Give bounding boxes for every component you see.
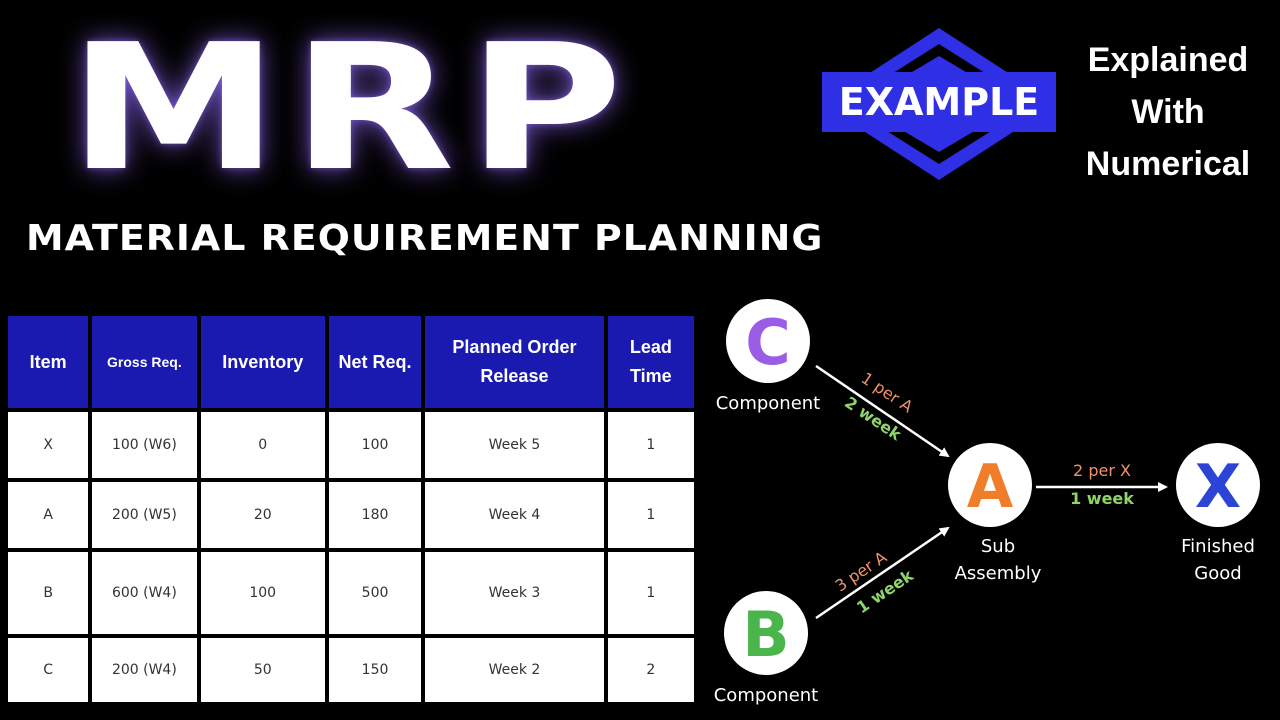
table-cell: 1 xyxy=(607,481,694,548)
node-a-letter: A xyxy=(967,452,1014,522)
page-title: MRP xyxy=(68,7,635,210)
node-b-circle xyxy=(724,591,808,675)
node-a-label-line: Assembly xyxy=(954,563,1042,584)
table-cell: Week 2 xyxy=(425,638,604,702)
table-row: X 100 (W6) 0 100 Week 5 1 xyxy=(8,412,694,478)
column-header-item: Item xyxy=(8,316,89,408)
explained-line: Numerical xyxy=(1085,145,1251,183)
edge-a-x-time-label: 1 week xyxy=(1070,489,1134,508)
node-a-circle xyxy=(948,443,1032,527)
node-a-label-line: Sub xyxy=(980,536,1016,557)
column-header-net-req: Net Req. xyxy=(328,316,422,408)
node-c-circle xyxy=(726,299,810,383)
example-badge: EXAMPLE xyxy=(820,26,1058,182)
table-cell: Week 5 xyxy=(425,412,604,478)
table-cell: 50 xyxy=(200,638,325,702)
table-cell: 600 (W4) xyxy=(92,551,197,635)
node-x-letter: X xyxy=(1195,452,1241,522)
table-cell: 0 xyxy=(200,412,325,478)
node-c-letter: C xyxy=(745,306,791,379)
mrp-table: Item Gross Req. Inventory Net Req. Plann… xyxy=(4,312,698,706)
node-a: A xyxy=(948,443,1032,527)
explained-line: With xyxy=(1131,93,1205,131)
node-b-letter: B xyxy=(742,598,789,671)
table-cell: C xyxy=(8,638,89,702)
explained-note: Explained With Numerical xyxy=(1062,34,1274,190)
table-cell: 20 xyxy=(200,481,325,548)
table-cell: 200 (W5) xyxy=(92,481,197,548)
table-cell: 150 xyxy=(328,638,422,702)
edge-a-x-qty-label: 2 per X xyxy=(1073,461,1131,480)
explained-line: Explained xyxy=(1087,41,1249,79)
node-b: B xyxy=(724,591,808,675)
table-cell: 1 xyxy=(607,551,694,635)
badge-diamond-icon xyxy=(822,28,1056,180)
table-row: C 200 (W4) 50 150 Week 2 2 xyxy=(8,638,694,702)
edge-c-to-a xyxy=(815,364,950,458)
node-x-label-line: Good xyxy=(1194,563,1242,584)
node-c: C xyxy=(726,299,810,383)
table-cell: 2 xyxy=(607,638,694,702)
table-cell: 100 (W6) xyxy=(92,412,197,478)
node-x-label: Finished Good xyxy=(1150,533,1280,587)
node-x: X xyxy=(1176,443,1260,527)
column-header-inventory: Inventory xyxy=(200,316,325,408)
page-subtitle: MATERIAL REQUIREMENT PLANNING xyxy=(26,218,824,259)
table-cell: 180 xyxy=(328,481,422,548)
table-cell: Week 3 xyxy=(425,551,604,635)
edge-b-to-a xyxy=(815,526,950,620)
column-header-gross-req: Gross Req. xyxy=(92,316,197,408)
table-cell: 100 xyxy=(200,551,325,635)
table-cell: Week 4 xyxy=(425,481,604,548)
table-cell: 100 xyxy=(328,412,422,478)
column-header-planned-order-release: Planned Order Release xyxy=(425,316,604,408)
table-row: A 200 (W5) 20 180 Week 4 1 xyxy=(8,481,694,548)
table-cell: 1 xyxy=(607,412,694,478)
table-cell: A xyxy=(8,481,89,548)
table-cell: 200 (W4) xyxy=(92,638,197,702)
table-header-row: Item Gross Req. Inventory Net Req. Plann… xyxy=(8,316,694,408)
column-header-lead-time: Lead Time xyxy=(607,316,694,408)
table-cell: X xyxy=(8,412,89,478)
table-cell: B xyxy=(8,551,89,635)
node-a-label: Sub Assembly xyxy=(930,533,1066,587)
table-cell: 500 xyxy=(328,551,422,635)
badge-label: EXAMPLE xyxy=(838,80,1040,124)
node-x-label-line: Finished xyxy=(1181,536,1255,557)
table-row: B 600 (W4) 100 500 Week 3 1 xyxy=(8,551,694,635)
node-c-label: Component xyxy=(715,393,821,414)
node-x-circle xyxy=(1176,443,1260,527)
node-b-label: Component xyxy=(713,685,819,706)
